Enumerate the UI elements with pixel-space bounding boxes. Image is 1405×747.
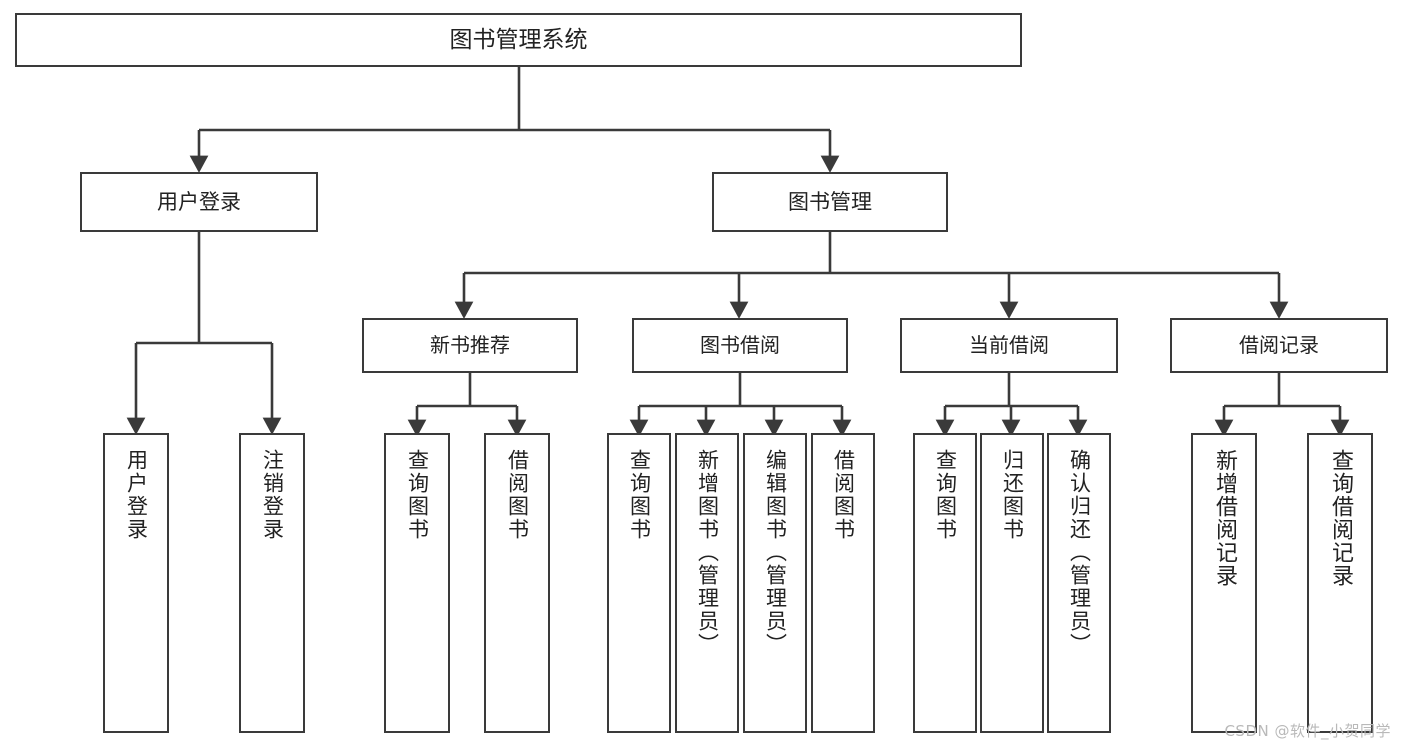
leaf-query-book-current[interactable]: 查询图书	[913, 433, 977, 733]
leaf-add-book-admin[interactable]: 新增图书（管理员）	[675, 433, 739, 733]
node-label: 借阅记录	[1239, 333, 1319, 357]
leaf-confirm-return-admin[interactable]: 确认归还（管理员）	[1047, 433, 1111, 733]
node-label: 借阅图书	[505, 449, 530, 541]
node-label: 查询图书	[627, 449, 652, 541]
node-label: 归还图书	[1000, 449, 1025, 541]
leaf-query-borrow-record[interactable]: 查询借阅记录	[1307, 433, 1373, 733]
node-label: 查询图书	[405, 449, 430, 541]
leaf-add-borrow-record[interactable]: 新增借阅记录	[1191, 433, 1257, 733]
node-label: 新增借阅记录	[1212, 449, 1237, 587]
node-label: 用户登录	[157, 189, 241, 214]
node-root-book-management-system[interactable]: 图书管理系统	[15, 13, 1022, 67]
leaf-query-book-borrow[interactable]: 查询图书	[607, 433, 671, 733]
node-label: 图书借阅	[700, 333, 780, 357]
node-label: 编辑图书（管理员）	[763, 449, 788, 656]
node-label: 用户登录	[124, 449, 149, 541]
node-book-borrow[interactable]: 图书借阅	[632, 318, 848, 373]
leaf-logout-login[interactable]: 注销登录	[239, 433, 305, 733]
node-current-borrow[interactable]: 当前借阅	[900, 318, 1118, 373]
node-new-book-recommend[interactable]: 新书推荐	[362, 318, 578, 373]
node-user-login[interactable]: 用户登录	[80, 172, 318, 232]
node-book-management[interactable]: 图书管理	[712, 172, 948, 232]
node-label: 注销登录	[260, 449, 285, 541]
leaf-user-login[interactable]: 用户登录	[103, 433, 169, 733]
node-label: 当前借阅	[969, 333, 1049, 357]
leaf-return-book[interactable]: 归还图书	[980, 433, 1044, 733]
leaf-query-book-recommend[interactable]: 查询图书	[384, 433, 450, 733]
leaf-borrow-book[interactable]: 借阅图书	[811, 433, 875, 733]
node-label: 借阅图书	[831, 449, 856, 541]
leaf-edit-book-admin[interactable]: 编辑图书（管理员）	[743, 433, 807, 733]
watermark-text: CSDN @软件_小贺同学	[1224, 722, 1391, 740]
node-label: 查询借阅记录	[1328, 449, 1353, 587]
node-label: 图书管理系统	[449, 26, 588, 53]
node-label: 查询图书	[933, 449, 958, 541]
node-label: 确认归还（管理员）	[1067, 449, 1092, 656]
node-label: 图书管理	[788, 189, 872, 214]
leaf-borrow-book-recommend[interactable]: 借阅图书	[484, 433, 550, 733]
node-label: 新增图书（管理员）	[695, 449, 720, 656]
node-label: 新书推荐	[430, 333, 510, 357]
node-borrow-record[interactable]: 借阅记录	[1170, 318, 1388, 373]
